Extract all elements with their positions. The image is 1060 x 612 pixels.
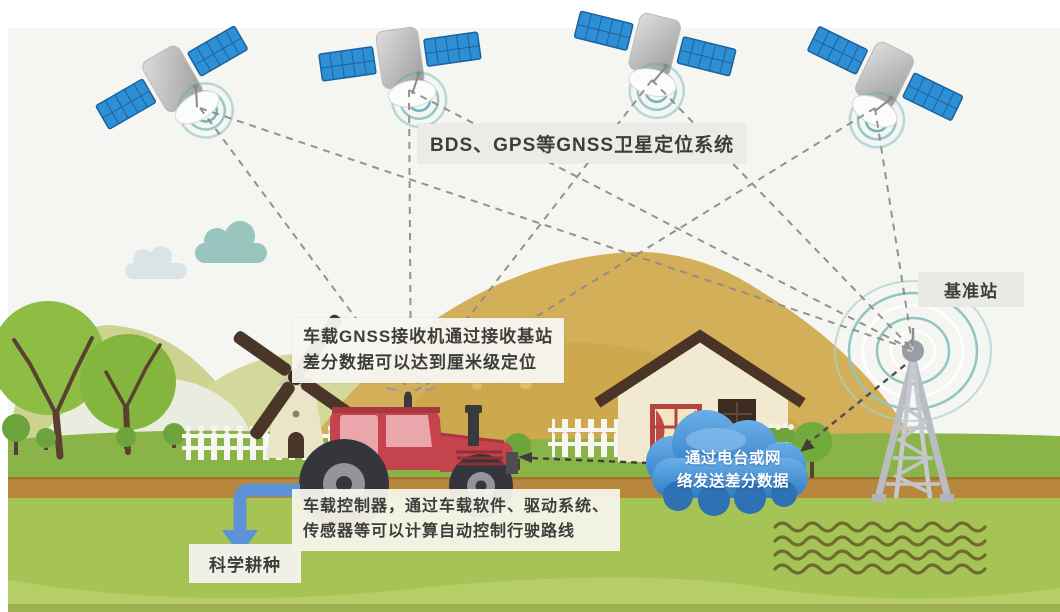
data-cloud-icon — [646, 410, 808, 516]
front-hill — [8, 577, 1060, 612]
dashed-arrow-cloud-to-tractor — [518, 452, 649, 465]
controller-note-line2: 传感器等可以计算自动控制行驶路线 — [303, 522, 576, 540]
down-arrow-icon — [222, 483, 300, 556]
sky-cloud-icon — [125, 246, 187, 279]
tractor-icon — [299, 391, 518, 529]
tree-icon — [0, 301, 176, 460]
farming-label: 科学耕种 — [189, 544, 301, 583]
controller-note-label: 车载控制器，通过车载软件、驱动系统、 传感器等可以计算自动控制行驶路线 — [292, 489, 621, 551]
field-rows-icon — [773, 521, 987, 575]
sky-cloud-icon — [195, 221, 267, 263]
bottom-strip — [8, 604, 1060, 612]
base-station-label: 基准站 — [918, 272, 1024, 307]
receiver-note-line1: 车载GNSS接收机通过接收基站 — [303, 327, 554, 346]
road-edge — [8, 477, 1060, 480]
data-link-line1: 通过电台或网 — [684, 450, 781, 467]
receiver-note-line2: 差分数据可以达到厘米级定位 — [303, 353, 537, 373]
data-link-cloud-label: 通过电台或网 络发送差分数据 — [655, 447, 811, 494]
dashed-arrow-base-to-cloud — [800, 364, 906, 452]
controller-note-line1: 车载控制器，通过车载软件、驱动系统、 — [303, 498, 610, 515]
gnss-antenna-icon — [404, 396, 412, 408]
receiver-note-label: 车载GNSS接收机通过接收基站 差分数据可以达到厘米级定位 — [292, 318, 565, 383]
data-link-line2: 络发送差分数据 — [676, 473, 789, 491]
gnss-system-label: BDS、GPS等GNSS卫星定位系统 — [418, 124, 747, 163]
